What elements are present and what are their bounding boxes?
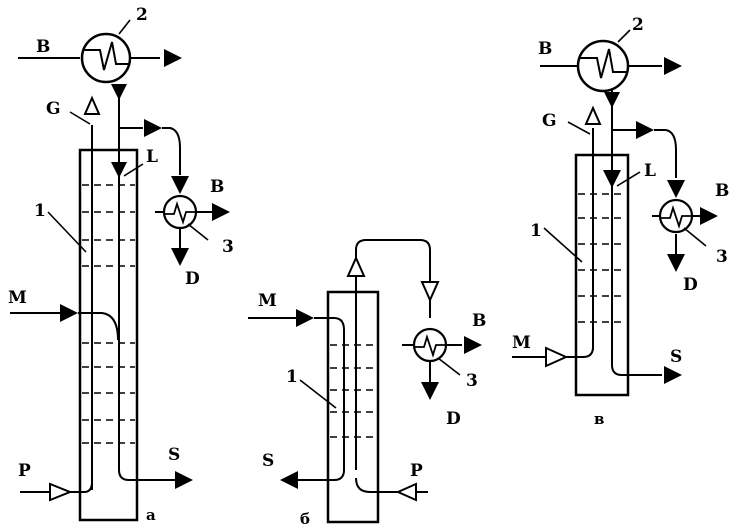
label-a-coolant-condenser: B	[36, 37, 50, 57]
label-b-cooler-number: 3	[466, 371, 478, 391]
label-c-coolant-condenser: B	[538, 39, 552, 59]
label-c-distillate: D	[683, 275, 698, 295]
label-c-feed: M	[512, 333, 531, 353]
label-a-input-p: P	[18, 461, 31, 481]
label-b-output-s: S	[262, 451, 274, 471]
label-a-output-s: S	[168, 445, 180, 465]
label-a-coolant-cooler: B	[210, 177, 224, 197]
caption-a: а	[146, 506, 156, 524]
label-a-condenser-number: 2	[136, 5, 148, 25]
label-c-column-number: 1	[530, 221, 542, 241]
label-c-output-s: S	[670, 347, 682, 367]
label-a-gas: G	[46, 99, 61, 119]
label-c-cooler-number: 3	[716, 247, 728, 267]
variant-b: M B 1 3 D S P б	[248, 239, 486, 528]
column-b-trays	[330, 344, 376, 438]
label-b-feed: M	[258, 291, 277, 311]
label-c-condenser-number: 2	[632, 15, 644, 35]
column-a-shell	[78, 148, 139, 522]
column-c-trays	[578, 193, 626, 323]
label-a-column-number: 1	[34, 201, 46, 221]
caption-c: в	[594, 410, 604, 428]
label-a-distillate: D	[185, 269, 200, 289]
label-a-feed: M	[8, 288, 27, 308]
column-c-shell	[574, 153, 630, 397]
liquid-line-a	[118, 85, 175, 481]
condenser-a	[80, 32, 132, 84]
label-a-liquid: L	[146, 147, 158, 167]
caption-b: б	[300, 510, 310, 528]
label-b-column-number: 1	[286, 367, 298, 387]
variant-c: B 2 G L B 1 3 D M S в	[512, 15, 729, 428]
label-b-coolant-cooler: B	[472, 311, 486, 331]
label-b-distillate: D	[446, 409, 461, 429]
variant-a: 2 B G L B 1 3 D M S P а	[8, 5, 234, 524]
column-b-shell	[326, 290, 380, 524]
label-b-input-p: P	[410, 461, 423, 481]
label-c-gas: G	[542, 111, 557, 131]
label-c-coolant-cooler: B	[715, 181, 729, 201]
label-c-liquid: L	[644, 161, 656, 181]
condenser-c	[576, 39, 630, 93]
liquid-line-c	[611, 88, 662, 376]
column-a-trays	[82, 184, 135, 444]
label-a-cooler-number: 3	[222, 237, 234, 257]
